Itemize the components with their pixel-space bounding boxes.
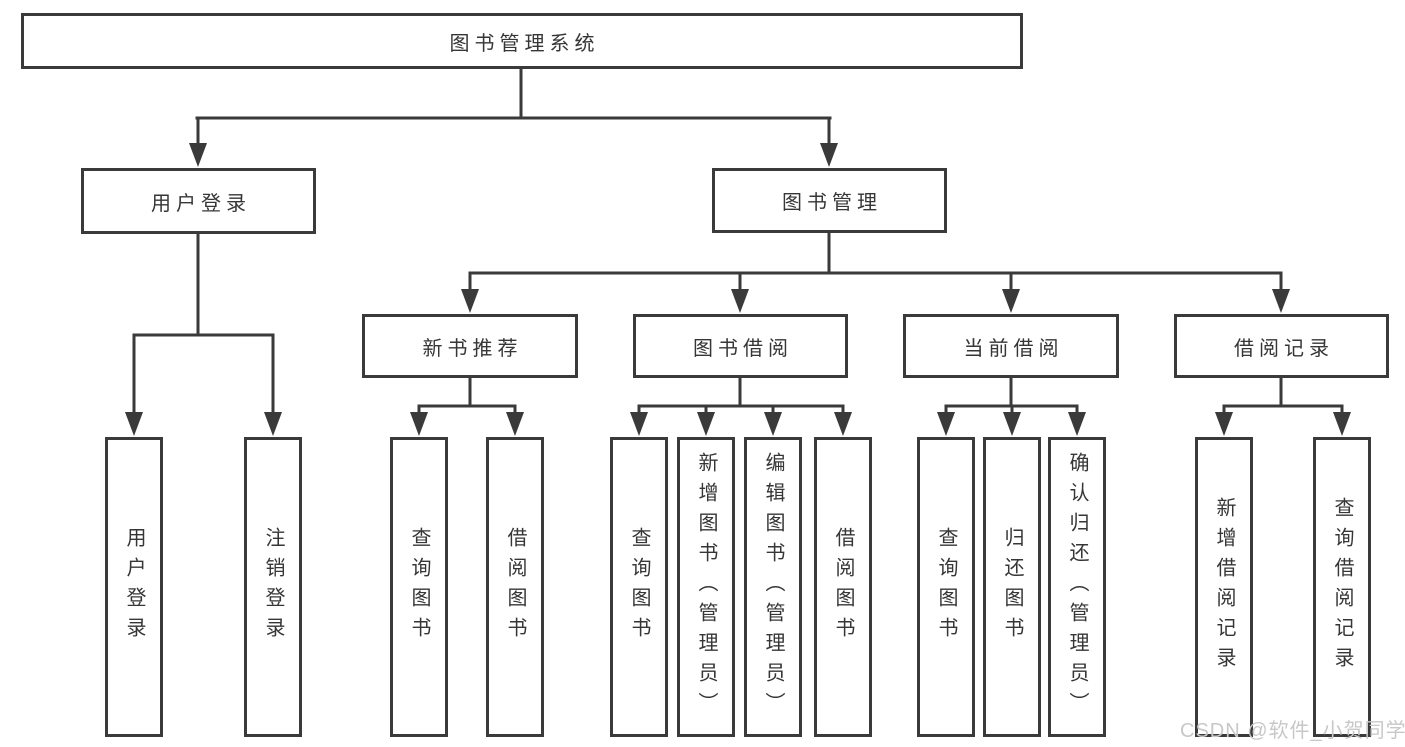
connector-arrowhead — [764, 412, 782, 436]
connector-arrowhead — [630, 412, 648, 436]
node-query-borrow-record: 查询借阅记录 — [1313, 437, 1371, 737]
node-label: 借阅记录 — [1234, 337, 1334, 360]
node-label: 借阅图书 — [504, 527, 526, 647]
node-label: 图书管理系统 — [449, 32, 600, 55]
connector-arrowhead — [1215, 412, 1233, 436]
node-label: 新书推荐 — [422, 337, 523, 360]
connector-arrowhead — [461, 289, 479, 313]
node-borrowing-records: 借阅记录 — [1174, 314, 1389, 378]
node-book-management: 图书管理 — [712, 168, 947, 233]
connector-arrowhead — [506, 412, 524, 436]
node-borrow-books-recommend: 借阅图书 — [486, 437, 544, 737]
node-label: 确认归还（管理员） — [1066, 452, 1088, 722]
node-user-login: 用户登录 — [81, 168, 316, 234]
node-confirm-return-admin: 确认归还（管理员） — [1048, 437, 1106, 737]
node-edit-books-admin: 编辑图书（管理员） — [744, 437, 802, 737]
connector-arrowhead — [264, 412, 282, 436]
node-query-books-recommend: 查询图书 — [390, 437, 448, 737]
connector-arrowhead — [834, 412, 852, 436]
connector-arrowhead — [731, 289, 749, 313]
node-label: 归还图书 — [1001, 527, 1023, 647]
node-label: 查询图书 — [935, 527, 957, 647]
connector-arrowhead — [125, 412, 143, 436]
connector-arrowhead — [937, 412, 955, 436]
node-label: 注销登录 — [262, 527, 284, 647]
connector-arrowhead — [1068, 412, 1086, 436]
node-query-books-current: 查询图书 — [917, 437, 975, 737]
node-logout: 注销登录 — [244, 437, 302, 737]
node-label: 查询图书 — [628, 527, 650, 647]
node-label: 查询图书 — [408, 527, 430, 647]
node-return-books: 归还图书 — [983, 437, 1041, 737]
node-label: 当前借阅 — [963, 337, 1064, 360]
node-book-borrowing: 图书借阅 — [633, 314, 848, 378]
node-label: 图书管理 — [782, 192, 882, 214]
node-label: 新增图书（管理员） — [695, 452, 717, 722]
csdn-watermark: CSDN @软件_小贺同学 — [1180, 720, 1405, 742]
node-user-login-leaf: 用户登录 — [105, 437, 163, 737]
node-label: 借阅图书 — [832, 527, 854, 647]
node-new-book-recommendation: 新书推荐 — [362, 314, 578, 378]
node-add-borrow-record: 新增借阅记录 — [1195, 437, 1253, 737]
connector-arrowhead — [189, 143, 207, 167]
node-add-books-admin: 新增图书（管理员） — [677, 437, 735, 737]
node-borrow-books: 借阅图书 — [814, 437, 872, 737]
node-current-borrowing: 当前借阅 — [903, 314, 1119, 378]
connector-arrowhead — [1003, 412, 1021, 436]
connector-arrowhead — [1272, 289, 1290, 313]
node-label: 编辑图书（管理员） — [762, 452, 784, 722]
connector-arrowhead — [820, 143, 838, 167]
node-label: 新增借阅记录 — [1213, 497, 1235, 677]
node-label: 图书借阅 — [693, 337, 793, 360]
connector-arrowhead — [410, 412, 428, 436]
connector-arrowhead — [1002, 289, 1020, 313]
node-library-management-system: 图书管理系统 — [21, 13, 1023, 69]
connector-arrowhead — [1333, 412, 1351, 436]
node-query-books-borrowing: 查询图书 — [610, 437, 668, 737]
connector-arrowhead — [697, 412, 715, 436]
node-label: 用户登录 — [123, 527, 145, 647]
node-label: 用户登录 — [151, 192, 251, 215]
node-label: 查询借阅记录 — [1331, 497, 1353, 677]
